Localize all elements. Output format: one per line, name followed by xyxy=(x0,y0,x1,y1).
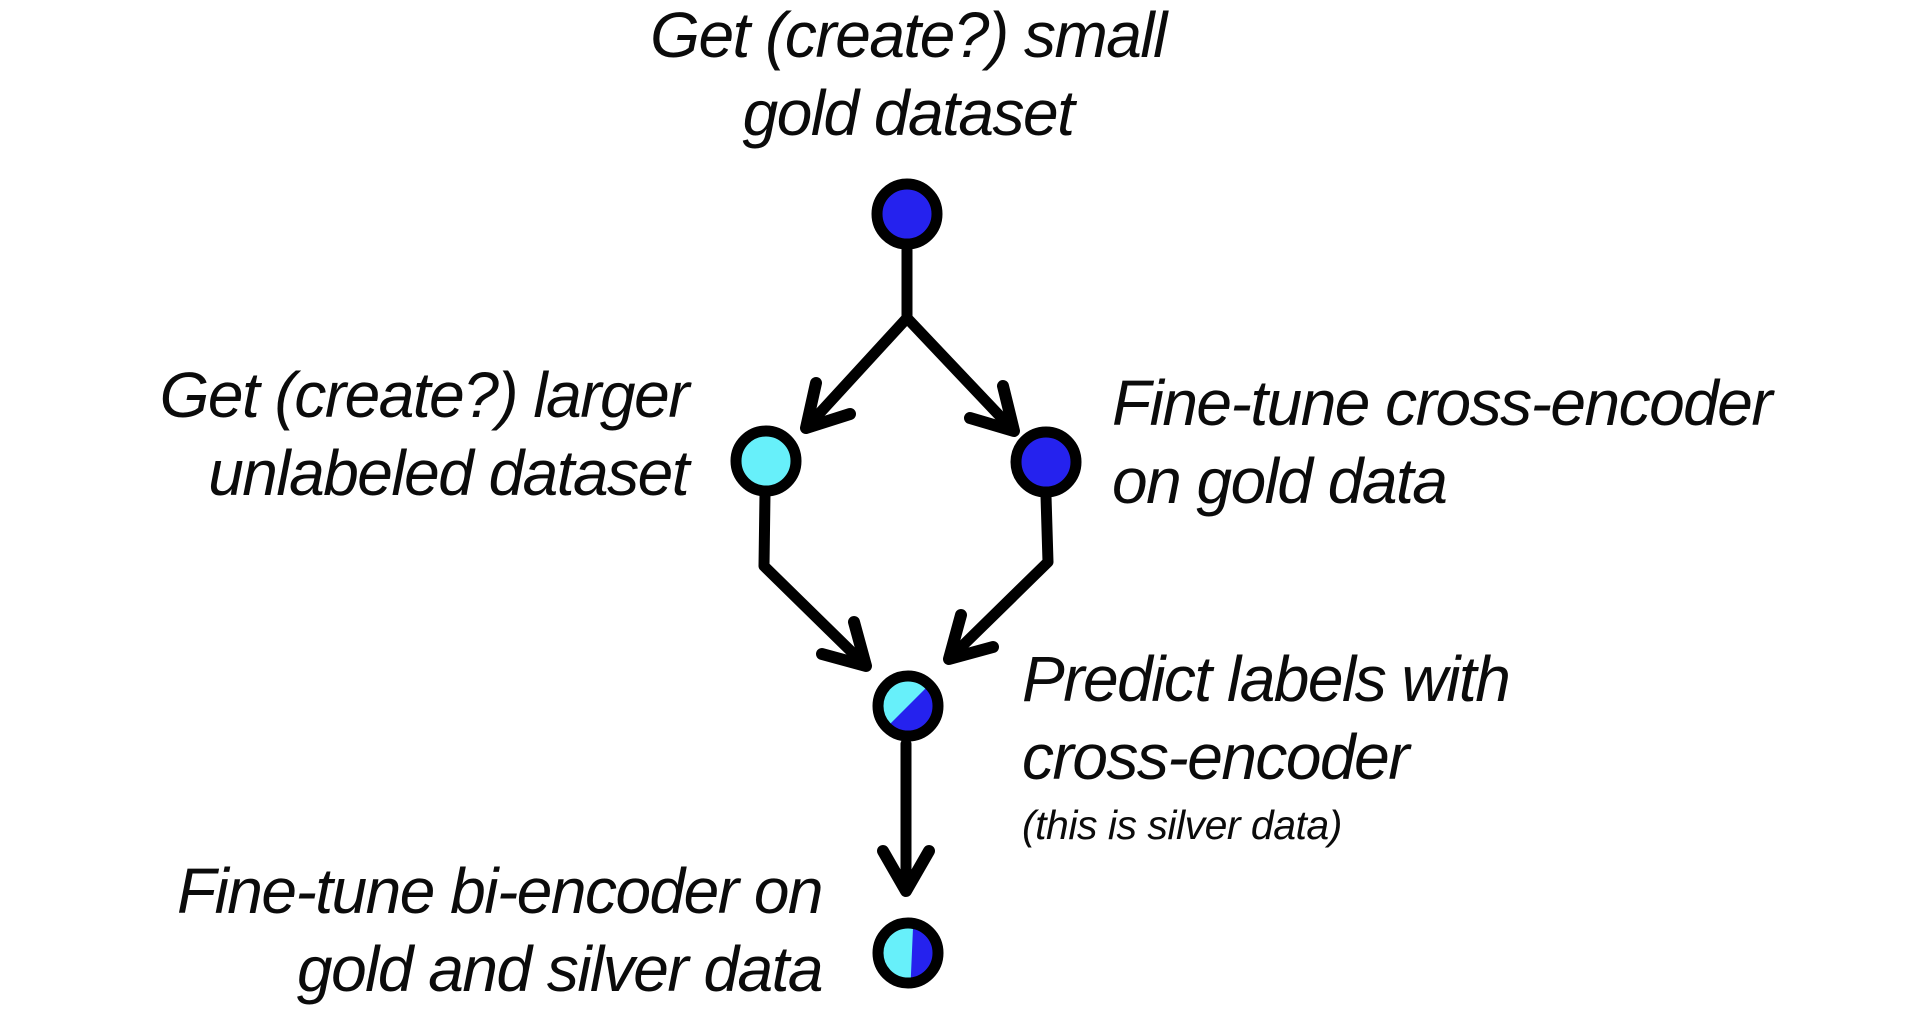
gold-dataset-node-outline xyxy=(871,178,943,250)
gold-dataset-line2: gold dataset xyxy=(742,77,1075,149)
arrowhead-to-biencoder xyxy=(877,845,935,897)
edge-crossencoder-to-silver xyxy=(943,490,1054,665)
edge-unlabeled-to-silver xyxy=(758,488,872,672)
cross-encoder-node-outline xyxy=(1010,426,1082,498)
unlabeled-dataset-node-outline xyxy=(730,425,802,497)
finetune-cross-line1: Fine-tune cross-encoder xyxy=(1112,367,1773,439)
finetune-bi-line1: Fine-tune bi-encoder on xyxy=(176,855,824,927)
arrowhead-to-unlabeled xyxy=(800,377,856,434)
gold-dataset-node xyxy=(877,184,937,244)
step-label-gold-dataset: Get (create?) small gold dataset xyxy=(558,0,1258,152)
nodes xyxy=(730,178,1082,989)
silver-data-note: (this is silver data) xyxy=(1022,802,1342,848)
edges xyxy=(758,244,1054,897)
arrowheads xyxy=(800,377,1020,897)
edge-split-to-unlabeled xyxy=(800,312,913,434)
predict-line1: Predict labels with xyxy=(1022,643,1511,715)
bi-encoder-node-outline xyxy=(872,917,944,989)
predict-line2: cross-encoder xyxy=(1022,721,1410,793)
step-label-predict-labels: Predict labels with cross-encoder (this … xyxy=(1022,640,1672,854)
step-label-finetune-bi-encoder: Fine-tune bi-encoder on gold and silver … xyxy=(0,852,824,1008)
unlabeled-dataset-line2: unlabeled dataset xyxy=(208,437,689,509)
unlabeled-dataset-line1: Get (create?) larger xyxy=(159,359,690,431)
finetune-bi-line2: gold and silver data xyxy=(296,933,824,1005)
cross-encoder-node xyxy=(1016,432,1076,492)
step-label-finetune-cross-encoder: Fine-tune cross-encoder on gold data xyxy=(1112,364,1920,520)
arrowhead-right-to-silver xyxy=(943,609,999,665)
arrowhead-to-crossencoder xyxy=(964,380,1020,437)
silver-data-node-outline xyxy=(872,670,944,742)
finetune-cross-line2: on gold data xyxy=(1112,445,1448,517)
unlabeled-dataset-node xyxy=(736,431,796,491)
arrowhead-left-to-silver xyxy=(816,616,872,672)
step-label-unlabeled-dataset: Get (create?) larger unlabeled dataset xyxy=(0,356,690,512)
edge-split-to-crossencoder xyxy=(901,312,1020,437)
silver-data-node-blue-half xyxy=(886,684,938,736)
gold-dataset-line1: Get (create?) small xyxy=(650,0,1167,71)
